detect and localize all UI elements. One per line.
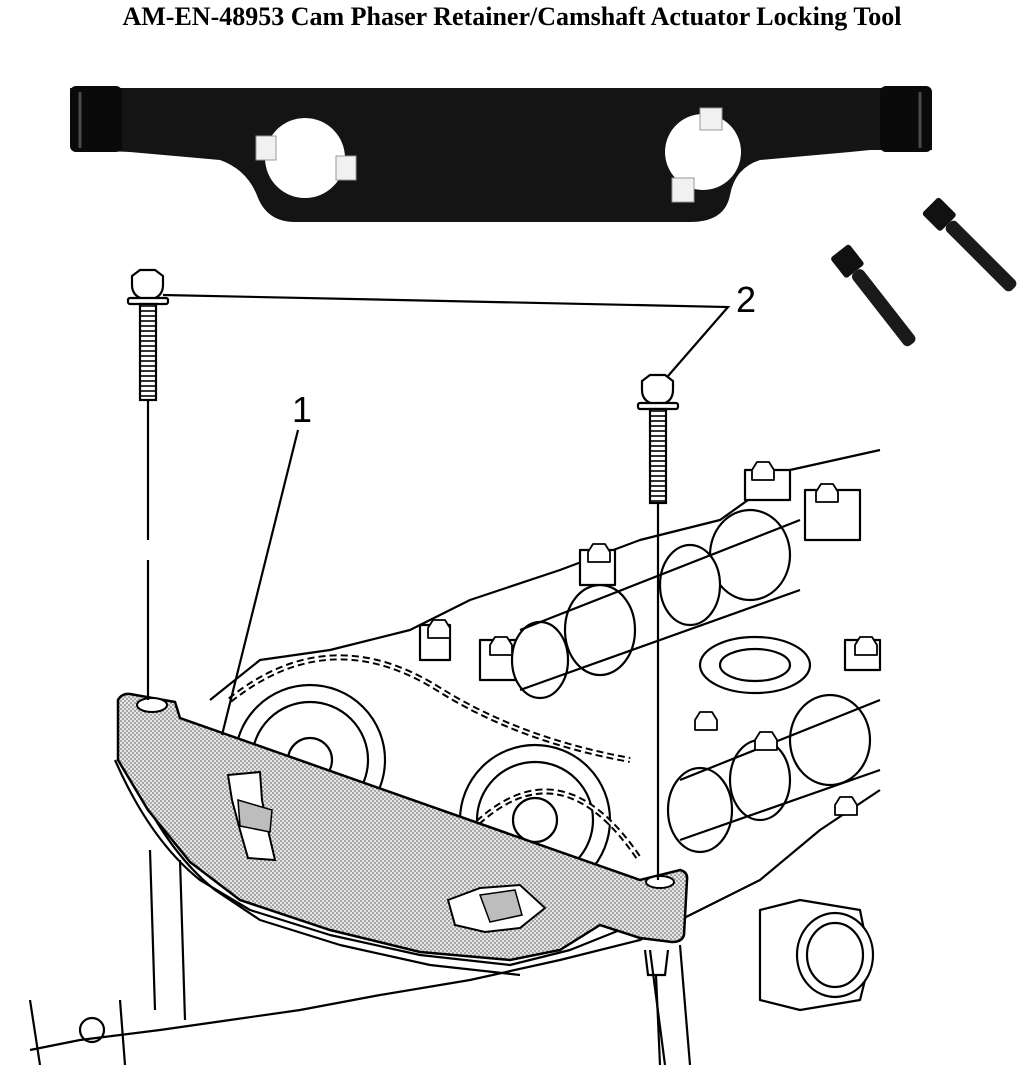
bolt-lower-tail [643,949,670,1065]
bolt-left [126,268,170,700]
callout-label-1: 1 [292,389,312,430]
upper-camshaft [510,508,801,700]
leader-2 [162,293,731,377]
bolt-photo-upper [922,197,1017,292]
lower-camshaft [666,693,881,854]
callout-leaders [162,293,731,736]
locking-tool-plate [116,692,689,962]
port-cover [698,635,812,695]
bolt-photo-lower [831,244,916,347]
locking-tool-photo [70,86,932,222]
tool-hole-left [255,118,357,198]
water-outlet [758,898,875,1012]
callout-label-2: 2 [736,279,756,320]
tool-end-right [880,86,932,152]
leader-1 [220,429,300,736]
engine-drawing [28,448,882,1065]
head-bolts [427,461,878,816]
tool-end-left [70,86,122,152]
bolt-right [636,373,680,880]
tool-hole-right [665,107,741,203]
page-title: AM-EN-48953 Cam Phaser Retainer/Camshaft… [122,2,902,31]
timing-chain [228,654,643,862]
